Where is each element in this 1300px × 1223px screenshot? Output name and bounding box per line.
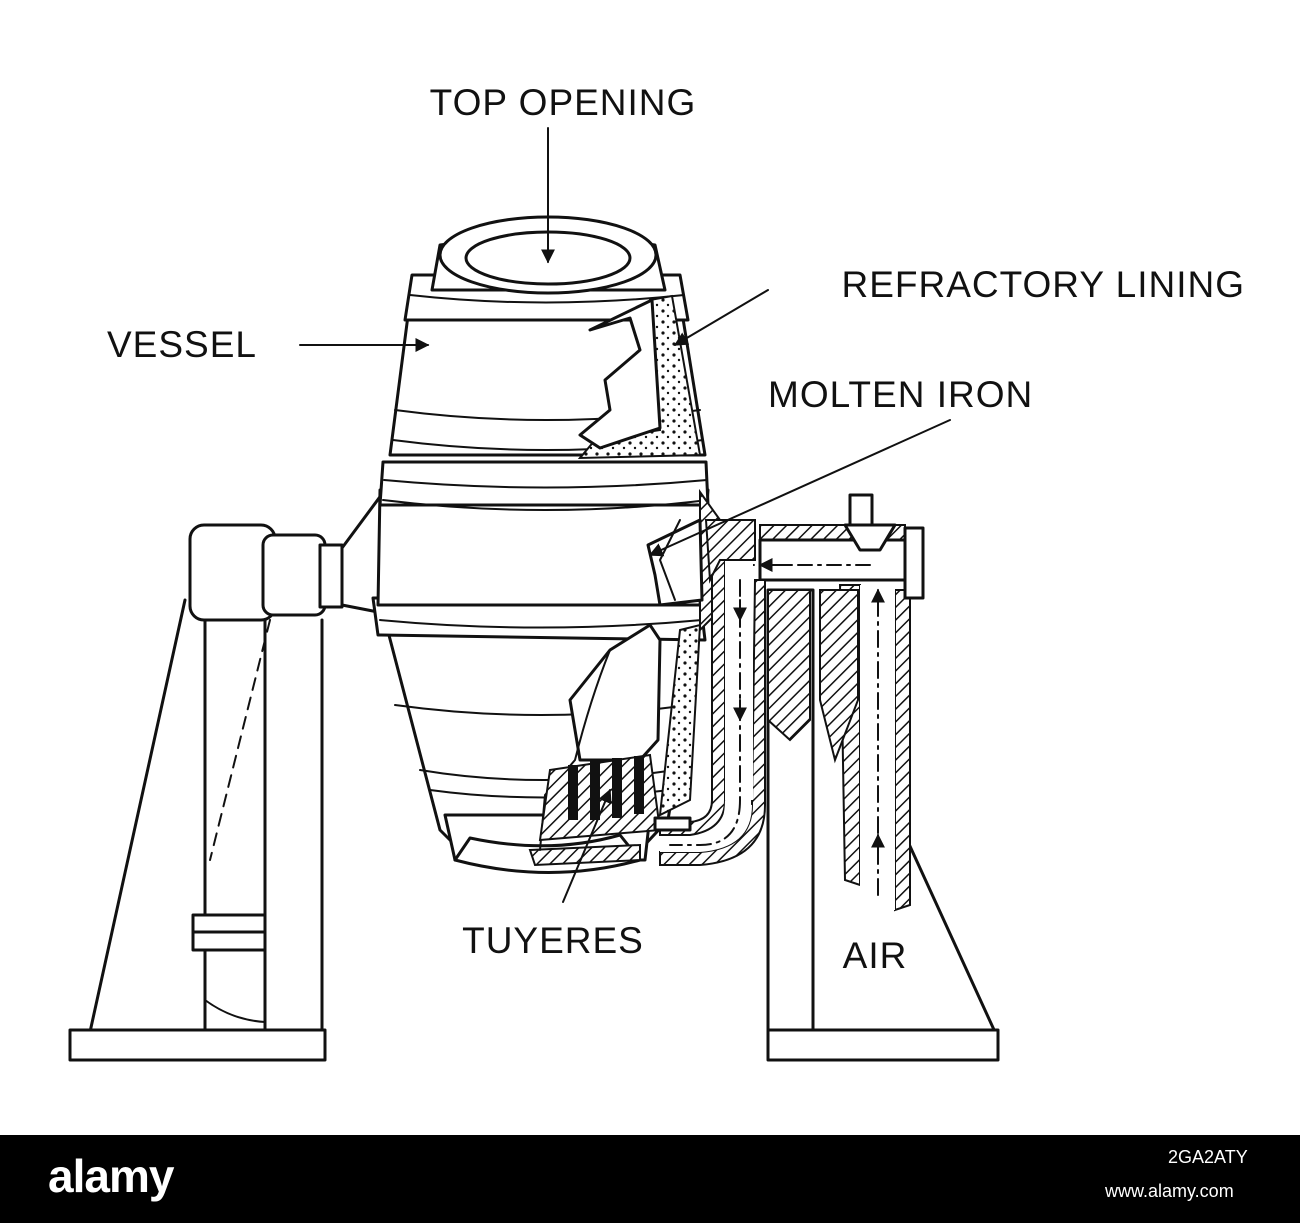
tuyeres-leader bbox=[562, 788, 612, 903]
molten-iron-leader bbox=[648, 419, 951, 557]
bessemer-converter-diagram: TOP OPENING REFRACTORY LINING VESSEL MOL… bbox=[68, 82, 1245, 1062]
valve-stem bbox=[848, 493, 874, 527]
label-molten-iron: MOLTEN IRON bbox=[768, 374, 1033, 415]
left-stand-base bbox=[68, 1028, 327, 1062]
label-top-opening: TOP OPENING bbox=[430, 82, 697, 123]
image-id: 2GA2ATY bbox=[1168, 1147, 1248, 1167]
left-trunnion-shaft bbox=[318, 543, 344, 609]
right-stand-base bbox=[766, 1028, 1000, 1062]
air-duct bbox=[749, 493, 925, 912]
right-stand bbox=[766, 588, 1000, 1062]
tuyere-cutaway bbox=[538, 518, 704, 851]
brand-logo[interactable]: alamy bbox=[48, 1150, 174, 1202]
duct-flange bbox=[903, 526, 925, 600]
label-tuyeres: TUYERES bbox=[462, 920, 644, 961]
label-air: AIR bbox=[843, 935, 908, 976]
left-trunnion-journal bbox=[261, 533, 327, 617]
label-vessel: VESSEL bbox=[107, 324, 257, 365]
label-refractory-lining: REFRACTORY LINING bbox=[841, 264, 1245, 305]
site-url[interactable]: www.alamy.com bbox=[1105, 1181, 1234, 1201]
blast-pipe bbox=[653, 519, 766, 866]
valve bbox=[843, 523, 897, 552]
leader-lines bbox=[299, 127, 951, 903]
left-stand-pillar bbox=[203, 548, 267, 1032]
left-stand bbox=[68, 488, 387, 1062]
refractory-lining-leader bbox=[673, 289, 769, 346]
watermark-footer: alamy 2GA2ATY www.alamy.com bbox=[0, 1135, 1300, 1223]
